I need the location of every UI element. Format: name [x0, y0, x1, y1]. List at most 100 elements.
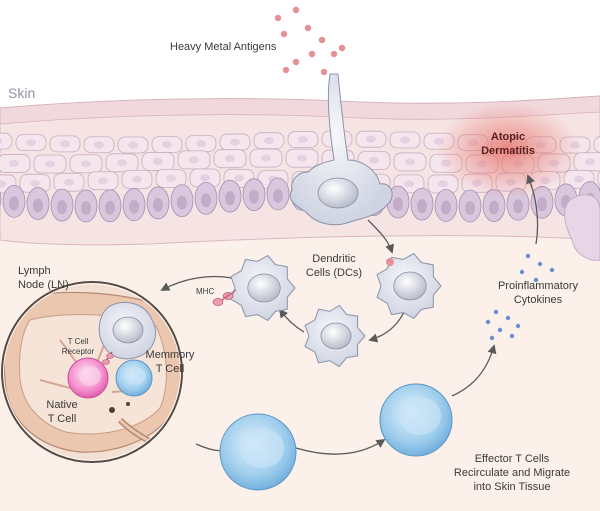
cytokine-dot — [493, 309, 499, 315]
label-memory-line1: Memmory — [146, 349, 195, 361]
dendritic-cells — [230, 253, 442, 368]
antigen-dot — [338, 44, 346, 52]
label-skin: Skin — [8, 85, 35, 101]
label-effector-line3: into Skin Tissue — [473, 481, 550, 493]
basal-nucleus — [417, 199, 427, 214]
cell-nucleus — [225, 155, 235, 163]
arrow-dc-to-lymph — [160, 275, 233, 291]
basal-nucleus — [9, 196, 19, 211]
label-effector-line1: Effector T Cells — [475, 453, 550, 465]
cell-nucleus — [438, 180, 448, 188]
basal-nucleus — [465, 200, 475, 215]
native-t-cell — [67, 357, 109, 399]
label-native-line2: T Cell — [48, 413, 77, 425]
cytokine-dot — [505, 315, 511, 321]
antigen-on-dc — [386, 258, 394, 266]
mhc-molecule — [212, 289, 237, 306]
cell-nucleus — [234, 174, 244, 182]
cell-nucleus — [94, 141, 104, 149]
cytokine-dot — [485, 319, 491, 325]
lymph-dendritic-cell — [98, 302, 156, 360]
cell-nucleus — [98, 177, 108, 185]
lymph-node — [1, 281, 183, 463]
stratum-corneum — [0, 95, 600, 125]
memory-t-cell — [115, 359, 153, 397]
cell-nucleus — [153, 157, 163, 165]
basal-nucleus — [153, 197, 163, 212]
cytokine-dot — [537, 261, 543, 267]
epidermis-cell — [593, 136, 600, 153]
label-memory-line2: T Cell — [156, 363, 185, 375]
cell-nucleus — [230, 138, 240, 146]
label-tcr-line1: T Cell — [68, 337, 89, 346]
basal-cell — [0, 191, 2, 207]
antigen-dot — [282, 66, 290, 74]
dermal-cluster — [564, 194, 600, 261]
cell-nucleus — [369, 156, 379, 164]
cell-nucleus — [26, 139, 36, 147]
basal-nucleus — [81, 200, 91, 215]
arrow-to-dermatitis — [526, 174, 539, 245]
cytokine-dot — [533, 277, 539, 283]
cell-nucleus — [64, 178, 74, 186]
epidermal-dendritic-cell — [289, 73, 393, 226]
cell-nucleus — [45, 160, 55, 168]
basal-nucleus — [201, 193, 211, 208]
antigen-dots — [274, 6, 346, 76]
epidermis-cell — [0, 132, 13, 150]
basal-nucleus — [225, 191, 235, 206]
basal-nucleus — [105, 200, 115, 215]
cell-nucleus — [298, 136, 308, 144]
effector-t-cell — [379, 383, 453, 457]
basal-nucleus — [129, 199, 139, 214]
cell-nucleus — [297, 154, 307, 162]
label-cyto-line2: Cytokines — [514, 294, 563, 306]
inflammation-glow — [436, 102, 580, 198]
cytokine-dot — [509, 333, 515, 339]
dendritic-cell-1-nucleus — [247, 273, 281, 303]
label-atopic: Atopic — [491, 131, 525, 143]
cell-nucleus — [60, 140, 70, 148]
cell-nucleus — [117, 159, 127, 167]
antigen-dot — [280, 30, 288, 38]
antigen-dot — [318, 36, 326, 44]
arrow-dc-migrate — [367, 219, 395, 254]
label-dermatitis: Dermatitis — [481, 145, 535, 157]
antigen-dot — [308, 50, 316, 58]
antigen-dot — [320, 68, 328, 76]
cell-nucleus — [366, 135, 376, 143]
label-cyto-line1: Proinflammatory — [498, 280, 579, 292]
label-lymph-line1: Lymph — [18, 265, 51, 277]
basal-nucleus — [537, 197, 547, 212]
basal-nucleus — [273, 189, 283, 204]
dendritic-cell-3-nucleus — [320, 322, 352, 350]
label-lymph-line2: Node (LN) — [18, 279, 69, 291]
basal-nucleus — [513, 199, 523, 214]
cell-nucleus — [264, 137, 274, 145]
label-dc-line1: Dendritic — [312, 253, 356, 265]
basal-nucleus — [489, 200, 499, 215]
antigen-dot — [274, 14, 282, 22]
cell-nucleus — [30, 179, 40, 187]
arrow-effector-to-cytokine — [451, 344, 497, 397]
cytokine-dot — [497, 327, 503, 333]
cell-nucleus — [405, 158, 415, 166]
cell-nucleus — [9, 159, 19, 167]
basal-nucleus — [33, 198, 43, 213]
antigen-dot — [330, 50, 338, 58]
cell-nucleus — [189, 156, 199, 164]
basal-nucleus — [57, 200, 67, 215]
antigen-dot — [292, 58, 300, 66]
migrating-t-cell — [219, 413, 297, 491]
arrow-tcell-to-effector — [295, 438, 386, 455]
cytokine-dots — [485, 253, 555, 341]
cytokine-dot — [519, 269, 525, 275]
cell-nucleus — [0, 180, 6, 188]
cytokine-dot — [489, 335, 495, 341]
label-tcr-line2: Receptor — [62, 347, 95, 356]
t-cell-receptor — [102, 351, 114, 365]
cell-nucleus — [585, 158, 595, 166]
label-native-line1: Native — [46, 399, 77, 411]
cytokine-dot — [525, 253, 531, 259]
